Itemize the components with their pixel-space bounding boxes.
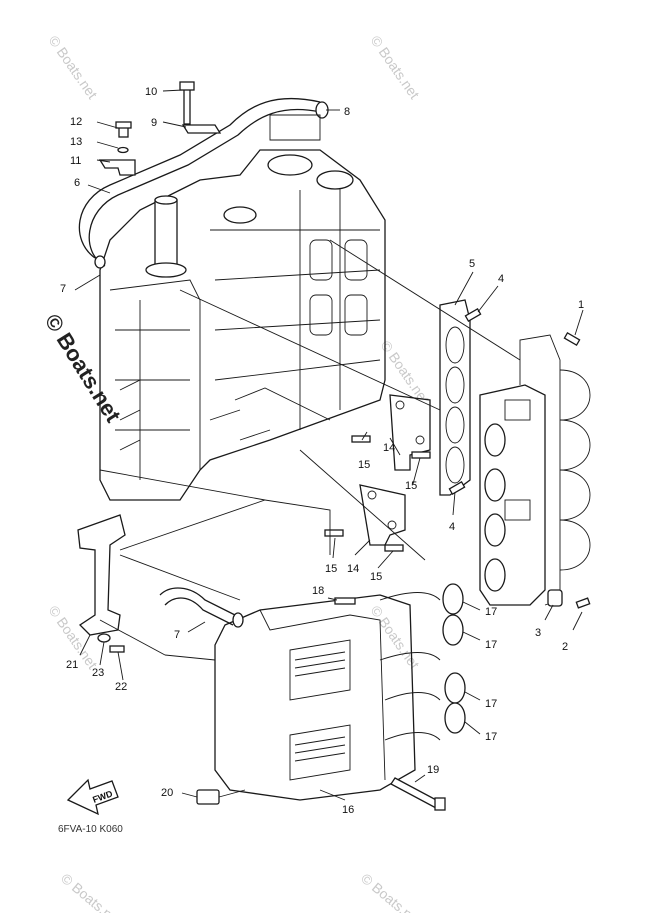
lower-hose <box>159 587 244 628</box>
callout-17d: 17 <box>485 731 497 743</box>
callout-7b: 7 <box>174 629 180 641</box>
callout-8: 8 <box>344 106 350 118</box>
callout-19: 19 <box>427 764 439 776</box>
callout-10: 10 <box>145 86 157 98</box>
intake-manifold <box>479 334 591 606</box>
callout-2: 2 <box>562 641 568 653</box>
upper-bracket <box>351 394 431 471</box>
callout-15d: 15 <box>370 571 382 583</box>
lower-stay <box>77 514 126 653</box>
callout-4b: 4 <box>449 521 455 533</box>
manifold-bolts <box>547 332 591 609</box>
watermark-top-left: © Boats.net <box>46 33 101 102</box>
callout-labels: 1 2 3 4 4 5 6 7 7 8 9 10 11 12 13 14 14 … <box>60 86 584 816</box>
callout-7a: 7 <box>60 283 66 295</box>
callout-4a: 4 <box>498 273 504 285</box>
callout-22: 22 <box>115 681 127 693</box>
cover-fasteners <box>196 597 446 811</box>
callout-12: 12 <box>70 116 82 128</box>
callout-3: 3 <box>535 627 541 639</box>
callout-14a: 14 <box>383 442 395 454</box>
callout-17b: 17 <box>485 639 497 651</box>
callout-17c: 17 <box>485 698 497 710</box>
watermark-bottom-right: © Boats.net <box>368 603 423 672</box>
callout-15a: 15 <box>358 459 370 471</box>
callout-6: 6 <box>74 177 80 189</box>
hose-clip <box>269 101 329 141</box>
diagram-code: 6FVA-10 K060 <box>58 824 123 835</box>
watermark-main: © Boats.net <box>40 309 127 427</box>
callout-15b: 15 <box>405 480 417 492</box>
watermark-foot-left: © Boats.net <box>58 870 125 913</box>
callout-18: 18 <box>312 585 324 597</box>
callout-16: 16 <box>342 804 354 816</box>
hose <box>78 97 321 269</box>
callout-14b: 14 <box>347 563 359 575</box>
hose-clamp-bolt <box>179 81 222 134</box>
forward-arrow: FWD <box>66 778 119 816</box>
silencer-cover <box>214 592 441 801</box>
watermark-foot-right: © Boats.net <box>358 870 425 913</box>
callout-leaders <box>74 89 584 801</box>
o-rings <box>442 583 466 734</box>
callout-21: 21 <box>66 659 78 671</box>
callout-23: 23 <box>92 667 104 679</box>
watermarks: © Boats.net © Boats.net © Boats.net © Bo… <box>40 33 433 913</box>
reference-lines <box>99 239 521 661</box>
watermark-top-right: © Boats.net <box>368 33 423 102</box>
callout-11: 11 <box>70 155 81 167</box>
callout-5: 5 <box>469 258 475 270</box>
callout-9: 9 <box>151 117 157 129</box>
callout-13: 13 <box>70 136 82 148</box>
callout-20: 20 <box>161 787 173 799</box>
intake-gasket <box>439 299 482 496</box>
callout-1: 1 <box>578 299 584 311</box>
bracket-bolt <box>98 121 136 176</box>
lower-bracket <box>324 484 406 552</box>
callout-15c: 15 <box>325 563 337 575</box>
engine-block <box>99 149 386 501</box>
callout-17a: 17 <box>485 606 497 618</box>
